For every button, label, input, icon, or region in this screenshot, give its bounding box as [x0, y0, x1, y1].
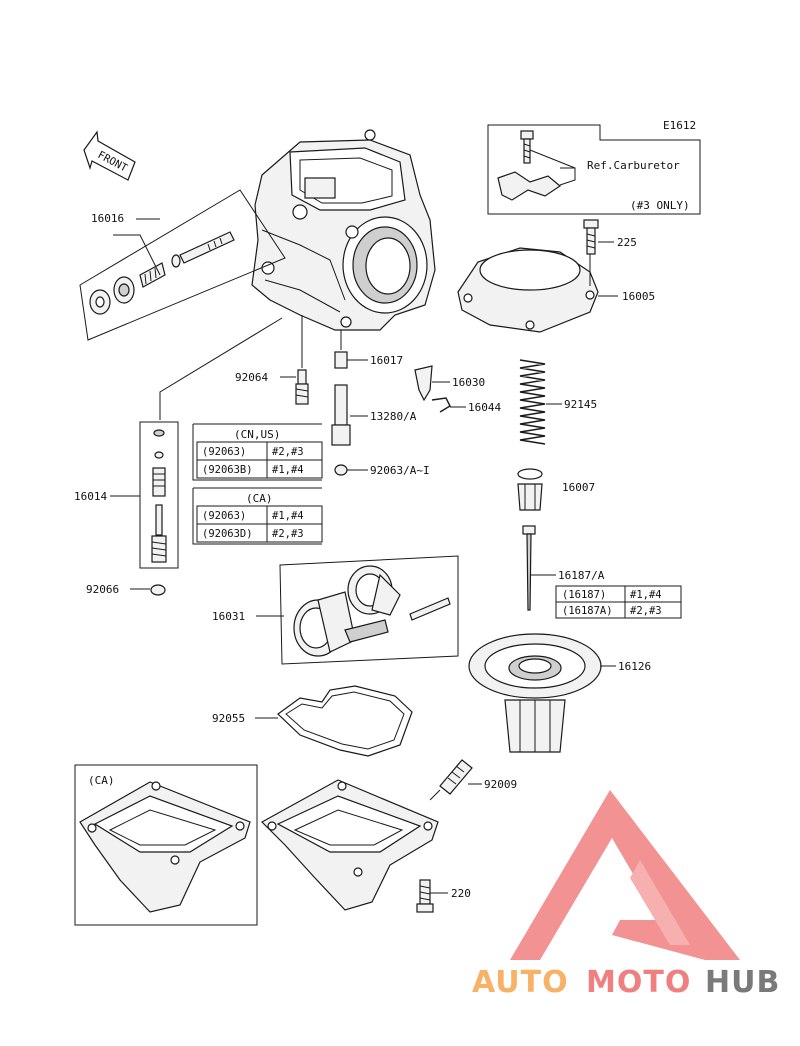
table-cn-us-row2-part: (92063B)	[202, 464, 253, 476]
part-16017-group: 16017	[334, 330, 403, 369]
diagram-code: E1612	[663, 119, 696, 132]
part-92066-group: 92066	[86, 583, 166, 596]
part-220-label: 220	[451, 887, 471, 900]
part-16187-group: 16187/A (16187) #1,#4 (16187A) #2,#3	[522, 525, 682, 619]
front-arrow-icon: FRONT	[83, 130, 136, 181]
ref-carburetor-note: (#3 ONLY)	[630, 199, 690, 212]
table-cn-us-row1-part: (92063)	[202, 446, 246, 458]
part-92009-label: 92009	[484, 778, 517, 791]
part-16031-group: 16031	[212, 555, 459, 665]
leader-16014	[159, 317, 283, 420]
watermark-part1: AUTO	[472, 965, 569, 1000]
ca-float-bowl-box: (CA)	[74, 764, 258, 926]
part-16007-label: 16007	[562, 481, 595, 494]
part-92064-group: 92064	[235, 315, 309, 405]
part-16031-label: 16031	[212, 610, 245, 623]
table-ca-row1-cyl: #1,#4	[272, 510, 304, 522]
part-13280-label: 13280/A	[370, 410, 417, 423]
part-92063-label: 92063/A~I	[370, 464, 430, 477]
table-ca-title: (CA)	[246, 492, 273, 505]
table-ca: (CA) (92063) #1,#4 (92063D) #2,#3	[192, 487, 323, 545]
float-bowl	[261, 779, 439, 911]
table-ca-row1-part: (92063)	[202, 510, 246, 522]
part-92066-label: 92066	[86, 583, 119, 596]
table-cn-us: (CN,US) (92063) #2,#3 (92063B) #1,#4	[192, 423, 323, 481]
ref-carburetor-box: Ref.Carburetor (#3 ONLY)	[487, 124, 701, 215]
part-16044-label: 16044	[468, 401, 501, 414]
part-92063-group: 92063/A~I	[334, 464, 430, 477]
part-225-group: 225	[583, 219, 637, 255]
part-16007-group: 16007	[517, 468, 595, 511]
table-cn-us-title: (CN,US)	[234, 428, 280, 441]
carburetor-body	[251, 129, 436, 331]
table-cn-us-row2-cyl: #1,#4	[272, 464, 304, 476]
part-13280-group: 13280/A	[331, 384, 417, 446]
table-needle-row1-part: (16187)	[562, 589, 606, 601]
part-16016-label: 16016	[91, 212, 124, 225]
part-16005-label: 16005	[622, 290, 655, 303]
part-16126-label: 16126	[618, 660, 651, 673]
part-16126-group: 16126	[468, 633, 651, 753]
table-ca-row2-cyl: #2,#3	[272, 528, 304, 540]
table-needle-row2-part: (16187A)	[562, 605, 613, 617]
part-225-label: 225	[617, 236, 637, 249]
table-needle-row2-cyl: #2,#3	[630, 605, 662, 617]
ca-box-label: (CA)	[88, 774, 115, 787]
part-16044-group: 16044	[431, 397, 501, 414]
watermark-logo	[510, 790, 740, 960]
table-ca-row2-part: (92063D)	[202, 528, 253, 540]
part-92145-group: 92145	[519, 359, 597, 445]
part-16014-label: 16014	[74, 490, 107, 503]
part-92055-label: 92055	[212, 712, 245, 725]
part-92009-group: 92009	[429, 759, 517, 801]
part-16030-label: 16030	[452, 376, 485, 389]
part-92055-group: 92055	[212, 685, 413, 757]
watermark-part3: HUB	[705, 965, 780, 1000]
table-needle-row1-cyl: #1,#4	[630, 589, 662, 601]
part-16005-group: 16005	[457, 247, 655, 333]
part-16017-label: 16017	[370, 354, 403, 367]
watermark-part2: MOTO	[586, 965, 691, 1000]
part-92064-label: 92064	[235, 371, 268, 384]
part-92145-label: 92145	[564, 398, 597, 411]
part-220-group: 220	[416, 879, 471, 913]
table-cn-us-row1-cyl: #2,#3	[272, 446, 304, 458]
ref-carburetor-title: Ref.Carburetor	[587, 159, 680, 172]
part-16014-group: 16014	[74, 421, 179, 569]
part-16187-label: 16187/A	[558, 569, 605, 582]
part-16030-group: 16030	[414, 365, 485, 402]
part-16016-group: 16016	[79, 189, 286, 341]
